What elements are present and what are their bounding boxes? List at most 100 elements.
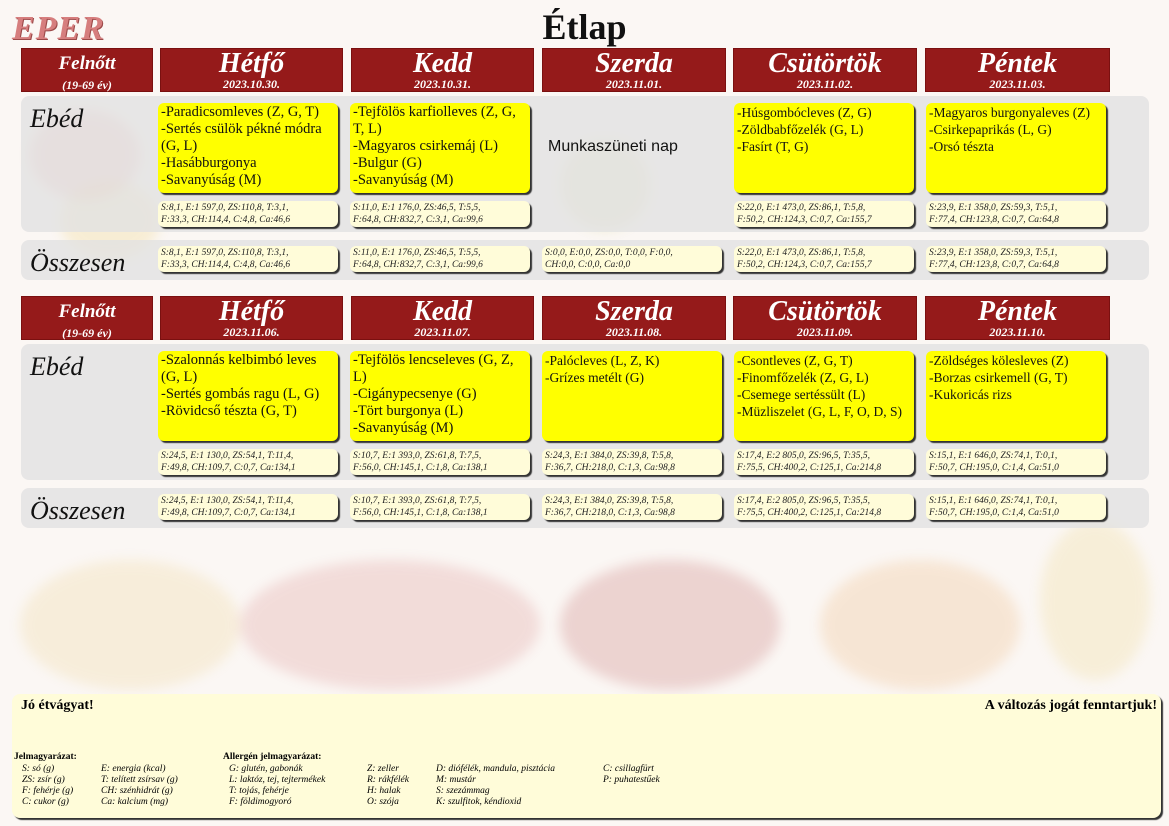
legend-item: CH: szénhidrát (g) bbox=[101, 786, 173, 796]
menu-item: -Csontleves (Z, G, T) bbox=[737, 353, 853, 368]
total-box: S:10,7, E:1 393,0, ZS:61,8, T:7,5, F:56,… bbox=[350, 494, 530, 520]
disclaimer: A változás jogát fenntartjuk! bbox=[984, 698, 1157, 713]
total-box: S:17,4, E:2 805,0, ZS:96,5, T:35,5, F:75… bbox=[734, 494, 914, 520]
nutrition-line: S:10,7, E:1 393,0, ZS:61,8, T:7,5, bbox=[353, 451, 482, 461]
day-date: 2023.11.03. bbox=[989, 77, 1046, 91]
total-line: S:17,4, E:2 805,0, ZS:96,5, T:35,5, bbox=[737, 496, 870, 506]
lunch-row-label: Ebéd bbox=[30, 104, 84, 133]
day-date: 2023.11.07. bbox=[414, 325, 471, 339]
menu-item: -Savanyúság (M) bbox=[353, 420, 454, 436]
group-header: Felnőtt (19-69 év) bbox=[21, 48, 153, 92]
legend-item: Ca: kalcium (mg) bbox=[101, 797, 169, 807]
nutrition-box: S:24,5, E:1 130,0, ZS:54,1, T:11,4, F:49… bbox=[158, 449, 338, 475]
day-name: Csütörtök bbox=[768, 296, 882, 327]
nutrition-line: S:8,1, E:1 597,0, ZS:110,8, T:3,1, bbox=[161, 203, 289, 213]
nutrition-line: F:33,3, CH:114,4, C:4,8, Ca:46,6 bbox=[161, 215, 291, 225]
legend-column: S: só (g) ZS: zsír (g) F: fehérje (g) C:… bbox=[22, 764, 73, 808]
total-line: F:33,3, CH:114,4, C:4,8, Ca:46,6 bbox=[161, 260, 291, 270]
group-header: Felnőtt (19-69 év) bbox=[21, 296, 153, 340]
menu-item: -Savanyúság (M) bbox=[353, 172, 454, 188]
nutrition-box: S:8,1, E:1 597,0, ZS:110,8, T:3,1, F:33,… bbox=[158, 201, 338, 227]
total-line: S:11,0, E:1 176,0, ZS:46,5, T:5,5, bbox=[353, 248, 481, 258]
allergen-item: P: puhatestűek bbox=[603, 775, 660, 785]
page-title: Étlap bbox=[542, 7, 627, 47]
total-box: S:24,5, E:1 130,0, ZS:54,1, T:11,4, F:49… bbox=[158, 494, 338, 520]
menu-box: -Paradicsomleves (Z, G, T) -Sertés csülö… bbox=[158, 103, 338, 193]
total-line: S:24,3, E:1 384,0, ZS:39,8, T:5,8, bbox=[545, 496, 674, 506]
eper-logo: EPER bbox=[12, 10, 105, 47]
nutrition-line: F:56,0, CH:145,1, C:1,8, Ca:138,1 bbox=[353, 463, 488, 473]
total-line: F:56,0, CH:145,1, C:1,8, Ca:138,1 bbox=[353, 508, 488, 518]
menu-item: -Cigánypecsenye (G) bbox=[353, 386, 477, 402]
menu-box: -Magyaros burgonyaleves (Z) -Csirkepapri… bbox=[926, 103, 1106, 193]
allergen-item: T: tojás, fehérje bbox=[229, 786, 289, 796]
nutrition-line: F:49,8, CH:109,7, C:0,7, Ca:134,1 bbox=[161, 463, 296, 473]
day-header-hetfo: Hétfő 2023.10.30. bbox=[160, 48, 343, 92]
total-row-label: Összesen bbox=[30, 496, 126, 525]
menu-item: -Magyaros burgonyaleves (Z) bbox=[929, 105, 1090, 120]
legend-item: T: telített zsírsav (g) bbox=[101, 775, 178, 785]
menu-box: -Csontleves (Z, G, T) -Finomfőzelék (Z, … bbox=[734, 351, 914, 441]
menu-item: -Kukoricás rizs bbox=[929, 387, 1012, 402]
nutrition-line: S:17,4, E:2 805,0, ZS:96,5, T:35,5, bbox=[737, 451, 870, 461]
background-food-image bbox=[820, 560, 1020, 690]
nutrition-box: S:23,9, E:1 358,0, ZS:59,3, T:5,1, F:77,… bbox=[926, 201, 1106, 227]
allergen-item: O: szója bbox=[367, 797, 399, 807]
menu-item: -Orsó tészta bbox=[929, 139, 994, 154]
menu-item: -Finomfőzelék (Z, G, L) bbox=[737, 370, 869, 385]
day-name: Szerda bbox=[595, 48, 673, 79]
total-line: S:8,1, E:1 597,0, ZS:110,8, T:3,1, bbox=[161, 248, 289, 258]
menu-box: -Zöldséges kölesleves (Z) -Borzas csirke… bbox=[926, 351, 1106, 441]
allergen-legend-title: Allergén jelmagyarázat: bbox=[223, 752, 322, 762]
legend-item: F: fehérje (g) bbox=[22, 786, 74, 796]
menu-box: -Palócleves (L, Z, K) -Grízes metélt (G) bbox=[542, 351, 722, 441]
menu-item: -Sertés gombás ragu (L, G) bbox=[161, 386, 320, 402]
lunch-row-label: Ebéd bbox=[30, 352, 84, 381]
background-food-image bbox=[240, 560, 540, 690]
day-name: Csütörtök bbox=[768, 48, 882, 79]
nutrition-line: F:75,5, CH:400,2, C:125,1, Ca:214,8 bbox=[737, 463, 882, 473]
day-name: Kedd bbox=[412, 296, 473, 327]
day-header-szerda: Szerda 2023.11.08. bbox=[542, 296, 726, 340]
total-box: S:15,1, E:1 646,0, ZS:74,1, T:0,1, F:50,… bbox=[926, 494, 1106, 520]
nutrition-line: S:22,0, E:1 473,0, ZS:86,1, T:5,8, bbox=[737, 203, 866, 213]
menu-item: -Csemege sertéssült (L) bbox=[737, 387, 866, 402]
menu-item: -Savanyúság (M) bbox=[161, 172, 262, 188]
menu-box: -Tejfölös karfiolleves (Z, G, T, L) -Mag… bbox=[350, 103, 530, 193]
total-box: S:24,3, E:1 384,0, ZS:39,8, T:5,8, F:36,… bbox=[542, 494, 722, 520]
day-name: Péntek bbox=[977, 296, 1058, 327]
background-food-image bbox=[1040, 520, 1150, 680]
total-line: S:24,5, E:1 130,0, ZS:54,1, T:11,4, bbox=[161, 496, 294, 506]
total-line: S:23,9, E:1 358,0, ZS:59,3, T:5,1, bbox=[929, 248, 1058, 258]
day-header-szerda: Szerda 2023.11.01. bbox=[542, 48, 726, 92]
allergen-item: H: halak bbox=[367, 786, 401, 796]
menu-item: -Tört burgonya (L) bbox=[353, 403, 464, 419]
menu-item: -Fasírt (T, G) bbox=[737, 139, 809, 154]
menu-item: -Csirkepaprikás (L, G) bbox=[929, 122, 1052, 137]
allergen-item: R: rákfélék bbox=[367, 775, 409, 785]
menu-item: -Müzliszelet (G, L, F, O, D, S) bbox=[737, 404, 903, 419]
menu-box: -Szalonnás kelbimbó leves (G, L) -Sertés… bbox=[158, 351, 338, 441]
day-header-hetfo: Hétfő 2023.11.06. bbox=[160, 296, 343, 340]
nutrition-line: S:24,5, E:1 130,0, ZS:54,1, T:11,4, bbox=[161, 451, 294, 461]
total-row-label: Összesen bbox=[30, 248, 126, 277]
nutrition-line: S:23,9, E:1 358,0, ZS:59,3, T:5,1, bbox=[929, 203, 1058, 213]
nutrition-line: S:24,3, E:1 384,0, ZS:39,8, T:5,8, bbox=[545, 451, 674, 461]
day-date: 2023.11.08. bbox=[605, 325, 663, 339]
legend-title: Jelmagyarázat: bbox=[14, 752, 77, 762]
nutrition-line: F:50,2, CH:124,3, C:0,7, Ca:155,7 bbox=[737, 215, 872, 225]
total-line: F:77,4, CH:123,8, C:0,7, Ca:64,8 bbox=[929, 260, 1059, 270]
allergen-item: D: diófélék, mandula, pisztácia bbox=[436, 764, 555, 774]
menu-item: -Bulgur (G) bbox=[353, 155, 422, 171]
allergen-item: S: szezámmag bbox=[436, 786, 490, 796]
day-date: 2023.10.30. bbox=[223, 77, 280, 91]
total-box: S:0,0, E:0,0, ZS:0,0, T:0,0, F:0,0, CH:0… bbox=[542, 246, 722, 272]
nutrition-line: S:11,0, E:1 176,0, ZS:46,5, T:5,5, bbox=[353, 203, 481, 213]
menu-item: -Zöldséges kölesleves (Z) bbox=[929, 353, 1069, 368]
day-name: Kedd bbox=[412, 48, 473, 79]
nutrition-line: S:15,1, E:1 646,0, ZS:74,1, T:0,1, bbox=[929, 451, 1058, 461]
total-line: F:36,7, CH:218,0, C:1,3, Ca:98,8 bbox=[545, 508, 675, 518]
day-header-kedd: Kedd 2023.11.07. bbox=[351, 296, 534, 340]
day-date: 2023.11.01. bbox=[605, 77, 663, 91]
total-box: S:11,0, E:1 176,0, ZS:46,5, T:5,5, F:64,… bbox=[350, 246, 530, 272]
